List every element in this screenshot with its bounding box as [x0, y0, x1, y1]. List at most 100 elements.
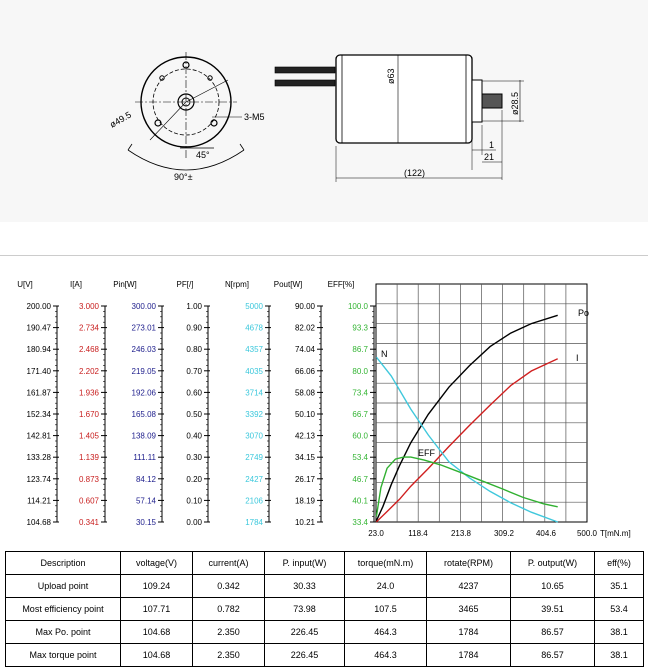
series-label-n: N	[381, 349, 388, 359]
table-cell: 4237	[426, 574, 511, 598]
x-tick-label: 404.6	[536, 529, 557, 538]
tick-label: 2.468	[79, 345, 100, 354]
table-cell: Max Po. point	[5, 620, 121, 644]
step-dim-label: 1	[489, 140, 494, 150]
x-axis-label: T[mN.m]	[600, 529, 631, 538]
tick-label: 2.202	[79, 367, 100, 376]
tick-label: 1.936	[79, 388, 100, 397]
table-cell: Upload point	[5, 574, 121, 598]
tick-label: 1.139	[79, 453, 100, 462]
tick-label: 3.000	[79, 302, 100, 311]
length-label: (122)	[404, 168, 425, 178]
tick-label: 192.06	[132, 388, 157, 397]
tick-label: 4678	[245, 324, 263, 333]
tick-label: 5000	[245, 302, 263, 311]
table-row: Max torque point 104.68 2.350 226.45 464…	[5, 643, 644, 667]
tick-label: 142.81	[27, 432, 52, 441]
shaft-len-label: 21	[484, 152, 494, 162]
tick-label: 4357	[245, 345, 263, 354]
tick-label: 86.7	[352, 345, 368, 354]
table-cell: 38.1	[594, 643, 644, 667]
tick-label: 152.34	[27, 410, 52, 419]
series-line-eff	[375, 456, 558, 517]
tick-label: 40.1	[352, 496, 368, 505]
table-cell: 39.51	[510, 597, 595, 621]
tick-label: 84.12	[136, 475, 157, 484]
axis-header: PF[/]	[177, 280, 194, 289]
arc-dim-label: 90°±	[174, 172, 193, 182]
tick-label: 190.47	[27, 324, 52, 333]
tick-label: 138.09	[132, 432, 157, 441]
table-row: Upload point 109.24 0.342 30.33 24.0 423…	[5, 574, 644, 598]
table-cell: 464.3	[344, 643, 427, 667]
tick-label: 3070	[245, 432, 263, 441]
tick-label: 2106	[245, 496, 263, 505]
tick-label: 0.10	[186, 496, 202, 505]
tick-label: 73.4	[352, 388, 368, 397]
tick-label: 1784	[245, 518, 263, 527]
series-label-po: Po	[578, 308, 589, 318]
tick-label: 300.00	[132, 302, 157, 311]
tick-label: 90.00	[295, 302, 316, 311]
tick-label: 0.873	[79, 475, 100, 484]
tick-label: 30.15	[136, 518, 157, 527]
axis-header: Pout[W]	[274, 280, 302, 289]
tick-label: 0.30	[186, 453, 202, 462]
tick-label: 80.0	[352, 367, 368, 376]
tick-label: 111.11	[133, 453, 156, 462]
tick-label: 66.06	[295, 367, 316, 376]
table-cell: 0.342	[192, 574, 265, 598]
table-cell: 464.3	[344, 620, 427, 644]
tick-label: 0.50	[186, 410, 202, 419]
side-view	[274, 54, 524, 182]
front-view	[127, 52, 245, 171]
shaft-dia-label: ø28.5	[510, 92, 520, 115]
tick-label: 10.21	[295, 518, 316, 527]
table-cell: 109.24	[120, 574, 193, 598]
tick-label: 60.0	[352, 432, 368, 441]
table-cell: 104.68	[120, 620, 193, 644]
table-cell: 24.0	[344, 574, 427, 598]
table-cell: 3465	[426, 597, 511, 621]
table-cell: 226.45	[264, 620, 345, 644]
tick-label: 26.17	[295, 475, 316, 484]
table-cell: 104.68	[120, 643, 193, 667]
col-header: rotate(RPM)	[426, 551, 511, 575]
section-divider	[0, 255, 648, 256]
lead-wire-top	[274, 66, 336, 74]
series-line-n	[375, 356, 558, 523]
tick-label: 2.734	[79, 324, 100, 333]
x-tick-label: 118.4	[408, 529, 428, 538]
tick-label: 0.607	[79, 496, 100, 505]
flange-step	[471, 79, 483, 123]
axis-header: I[A]	[70, 280, 82, 289]
tick-label: 180.94	[27, 345, 52, 354]
tick-label: 82.02	[295, 324, 316, 333]
tick-label: 0.80	[186, 345, 202, 354]
tick-label: 42.13	[295, 432, 316, 441]
output-shaft	[481, 93, 503, 109]
tick-label: 3714	[245, 388, 263, 397]
tick-label: 4035	[245, 367, 263, 376]
table-cell: Most efficiency point	[5, 597, 121, 621]
tick-label: 100.0	[348, 302, 369, 311]
leader-screws	[185, 79, 229, 103]
tick-label: 273.01	[132, 324, 157, 333]
arc-dim	[127, 149, 245, 171]
screw-hole-right	[210, 119, 218, 127]
x-tick-label: 213.8	[451, 529, 472, 538]
arc-arrows	[127, 143, 245, 151]
col-header: torque(mN.m)	[344, 551, 427, 575]
col-header: Description	[5, 551, 121, 575]
tick-label: 133.28	[27, 453, 52, 462]
table-cell: 1784	[426, 643, 511, 667]
lead-wire-bottom	[274, 79, 336, 87]
flange-dim-label: ø49.5	[108, 110, 133, 130]
tick-label: 18.19	[295, 496, 316, 505]
scale-axes: U[V]200.00190.47180.94171.40161.87152.34…	[17, 280, 376, 527]
tick-label: 0.40	[186, 432, 202, 441]
tick-label: 161.87	[27, 388, 52, 397]
tick-label: 171.40	[27, 367, 52, 376]
table-cell: 86.57	[510, 643, 595, 667]
